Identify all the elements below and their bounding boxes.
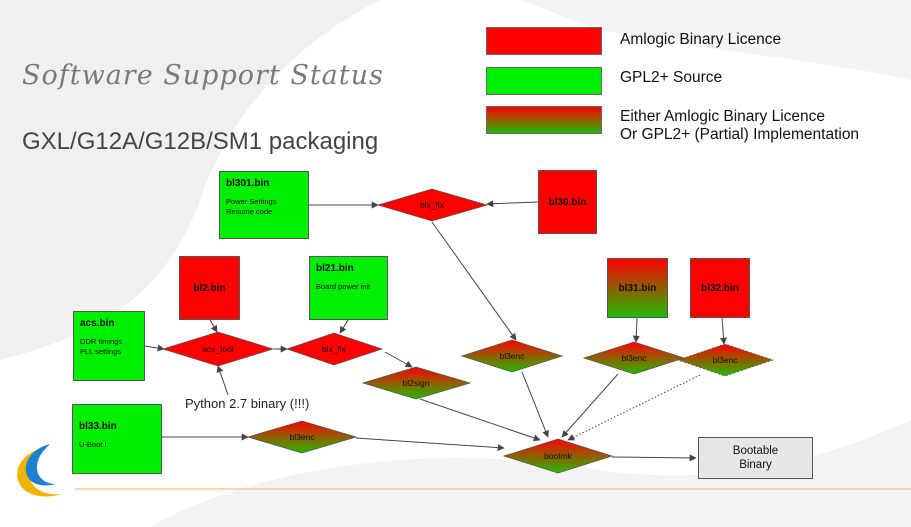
diamond-bl2sign: bl2sign	[361, 366, 472, 400]
legend-label-either: Either Amlogic Binary Licence Or GPL2+ (…	[620, 108, 859, 144]
page-subtitle: GXL/G12A/G12B/SM1 packaging	[22, 128, 379, 155]
legend-either-line2: Or GPL2+ (Partial) Implementation	[620, 126, 860, 143]
output-line1: Bootable	[732, 445, 779, 457]
legend-swatch-binary	[486, 27, 602, 55]
diamond-label: bootmk	[544, 451, 573, 461]
node-desc-line: PLL settings	[80, 347, 121, 356]
node-desc: U-Boot !	[79, 440, 107, 449]
node-desc-line: DDR timings	[80, 337, 123, 346]
diamond-label: bl3enc	[712, 355, 738, 365]
node-title: bl301.bin	[226, 178, 270, 189]
diamond-bl3enc-center: bl3enc	[460, 339, 564, 373]
diamond-label: blx_fix	[322, 344, 347, 354]
legend-swatch-either	[486, 106, 602, 134]
legend-label-source: GPL2+ Source	[620, 69, 723, 86]
diamond-blx-fix-top: blx_fix	[376, 188, 489, 222]
diamond-bl3enc-bl32: bl3enc	[676, 343, 775, 377]
node-bl32: bl32.bin	[690, 258, 750, 318]
diamond-acs-tool: acs_tool	[161, 331, 275, 367]
node-bl30: bl30.bin	[538, 170, 597, 234]
legend-either-line1: Either Amlogic Binary Licence	[620, 108, 826, 125]
diamond-label: bl2sign	[403, 378, 430, 388]
node-bl33: bl33.bin U-Boot !	[72, 404, 162, 474]
node-bl31: bl31.bin	[607, 258, 668, 318]
node-bl2: bl2.bin	[179, 256, 240, 320]
legend-label-binary: Amlogic Binary Licence	[620, 31, 782, 48]
node-desc-line: Resume code	[226, 207, 273, 216]
diamond-bootmk: bootmk	[502, 438, 614, 474]
node-desc-line: Power Settings	[226, 197, 277, 206]
node-title: bl33.bin	[79, 421, 117, 432]
diamond-bl3enc-bl33: bl3enc	[246, 420, 358, 454]
node-title: bl32.bin	[701, 282, 739, 294]
connectors	[144, 200, 728, 462]
diamond-label: blx_fix	[420, 200, 445, 210]
diamond-bl3enc-bl31: bl3enc	[582, 341, 686, 375]
node-bl21: bl21.bin Board power init	[309, 256, 388, 320]
node-title: bl31.bin	[618, 282, 657, 294]
python-note: Python 2.7 binary (!!!)	[185, 396, 310, 411]
node-title: bl21.bin	[316, 263, 354, 274]
diamond-bl2-blx-fix: blx_fix	[285, 332, 384, 366]
diamond-label: bl3enc	[621, 353, 647, 363]
diamond-label: bl3enc	[499, 351, 525, 361]
diamond-label: acs_tool	[202, 344, 234, 354]
legend-swatch-source	[486, 67, 602, 95]
node-desc: Board power init	[316, 282, 371, 291]
diamond-label: bl3enc	[289, 432, 315, 442]
node-title: bl2.bin	[193, 282, 226, 294]
output-line2: Binary	[739, 459, 772, 471]
logo-icon	[17, 444, 63, 497]
node-title: bl30.bin	[548, 196, 587, 208]
node-title: acs.bin	[80, 318, 115, 329]
node-bootable-binary: Bootable Binary	[698, 437, 813, 479]
page-title: Software Support Status	[22, 60, 384, 91]
